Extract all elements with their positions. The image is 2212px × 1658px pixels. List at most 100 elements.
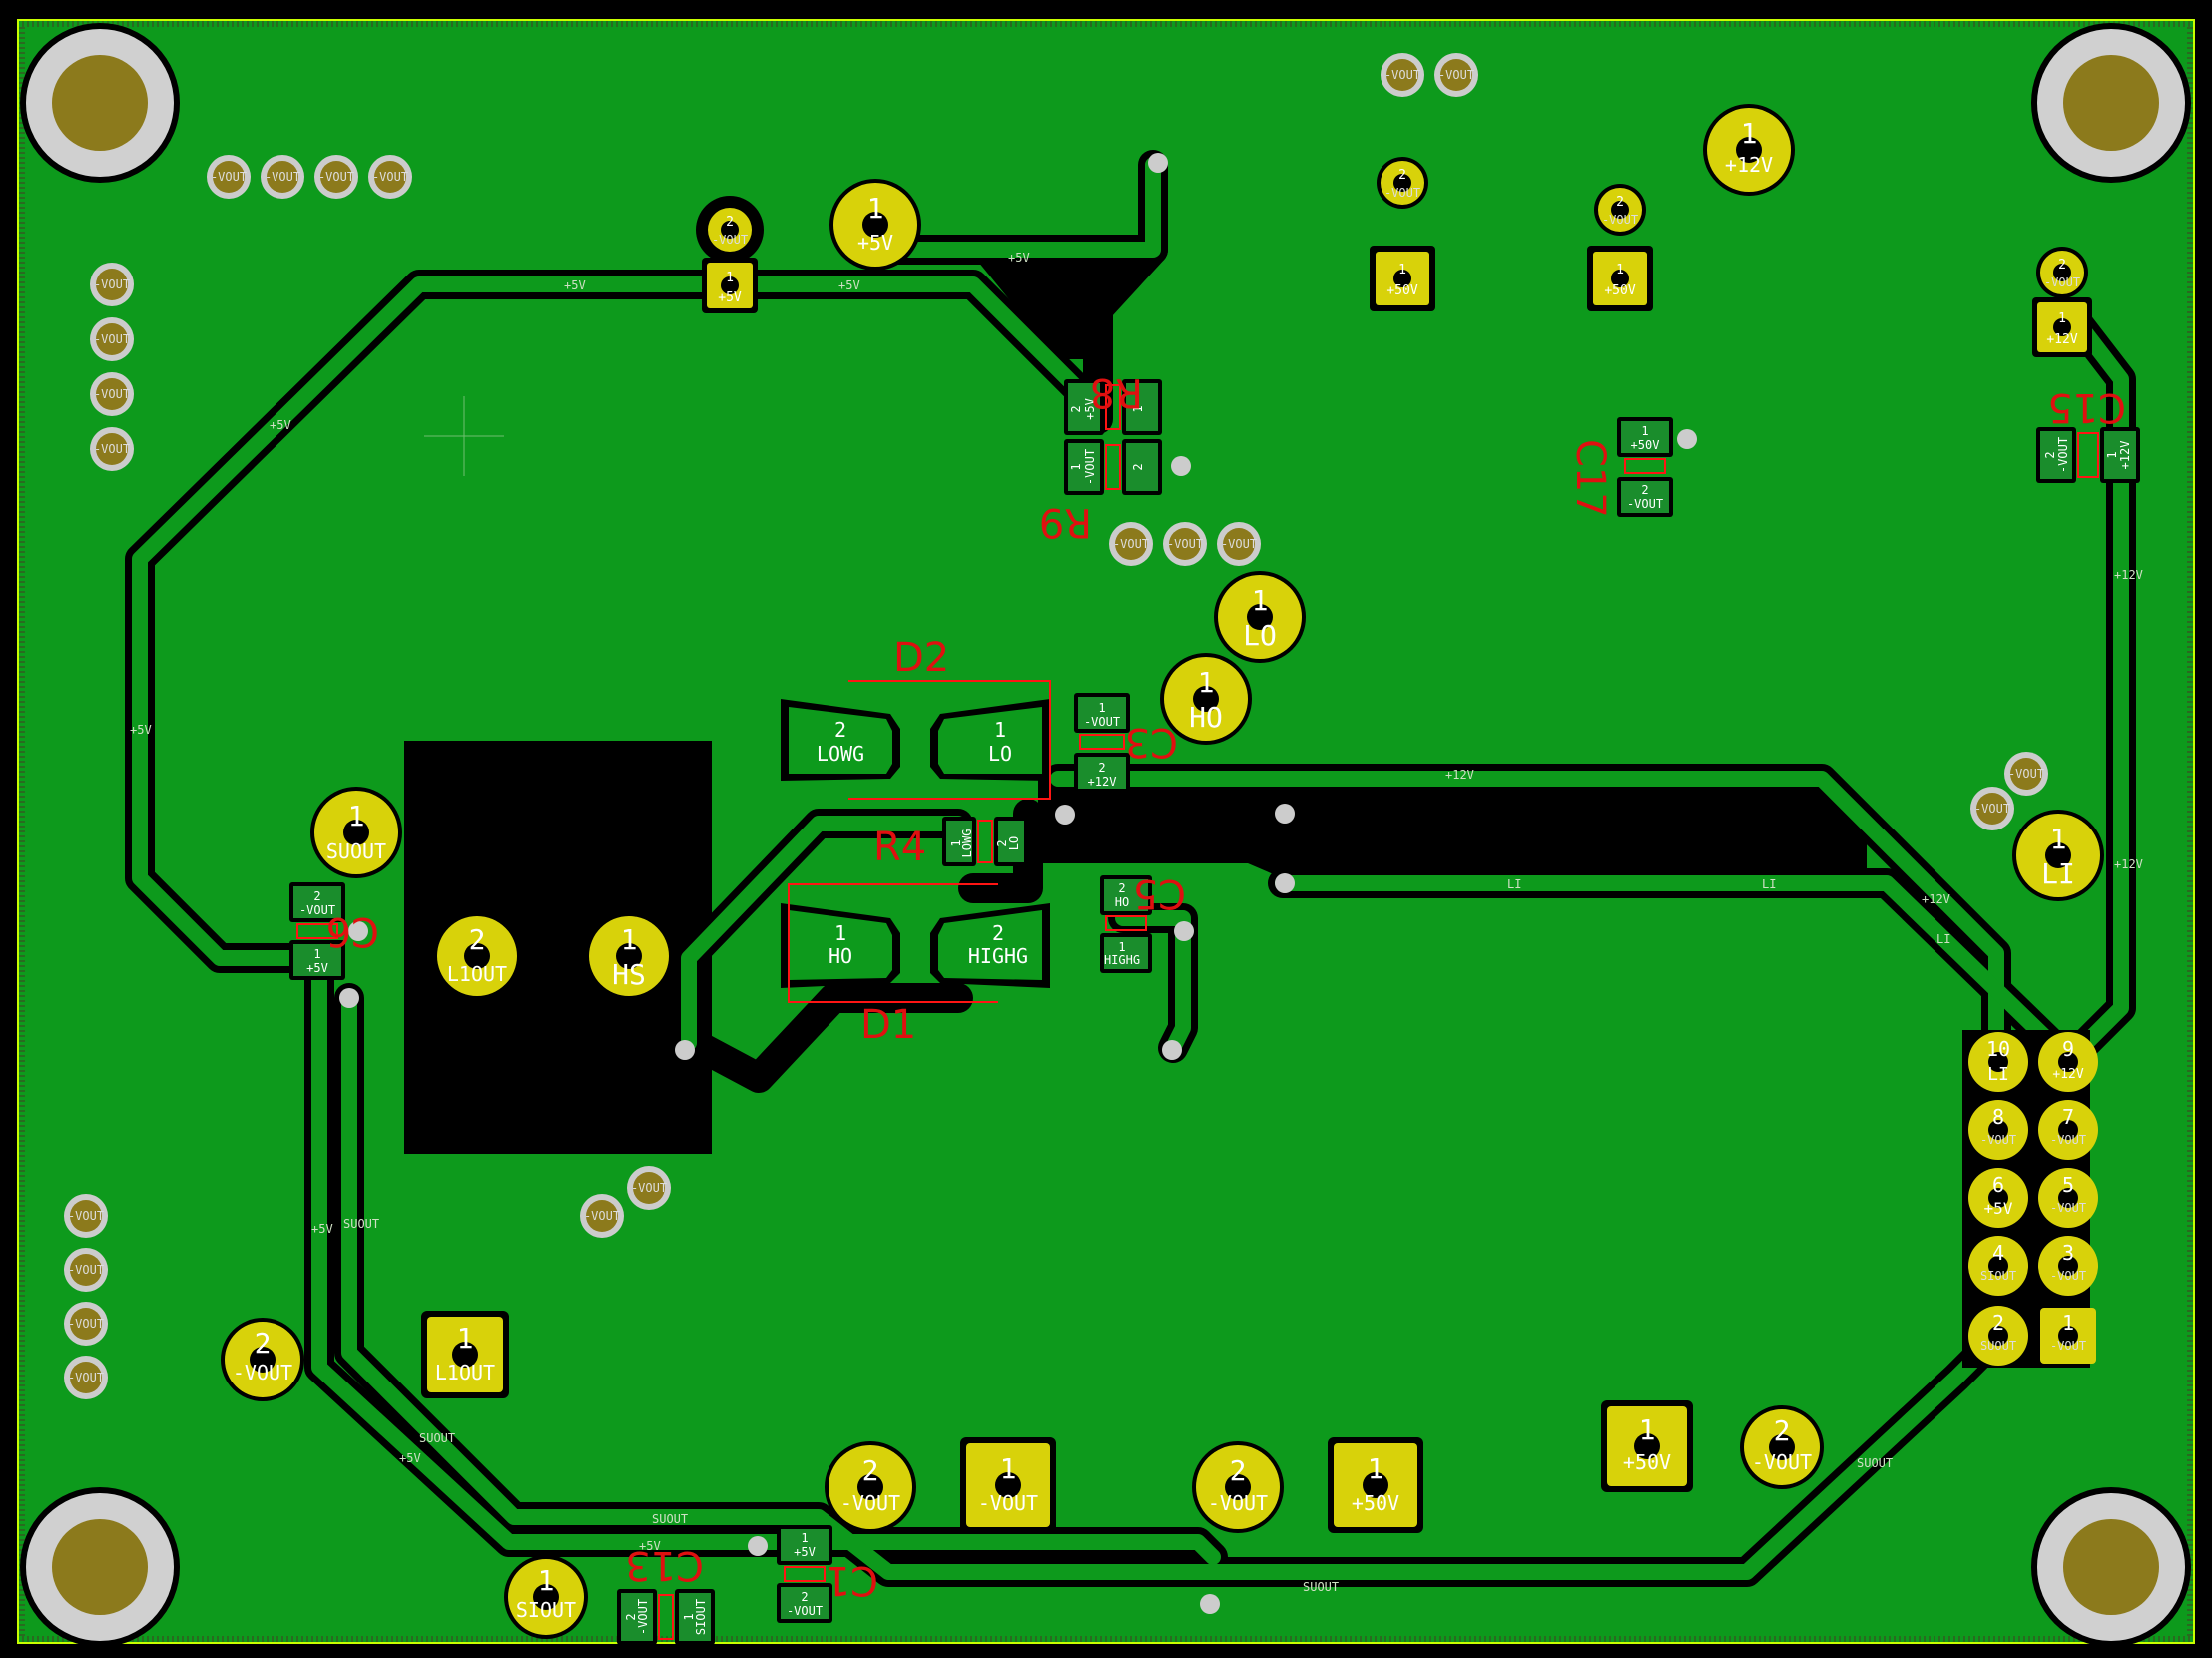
tht-pad-vout-bottom-c[interactable]: 2-VOUT [1740,1405,1824,1489]
svg-text:SUOUT: SUOUT [1980,1339,2016,1353]
svg-text:-VOUT: -VOUT [94,277,130,291]
resistor-r4[interactable]: 1 LOWG 2 LO R4 [873,817,1028,870]
svg-text:HIGHG: HIGHG [1104,953,1140,967]
origin-crosshair [424,396,504,476]
tht-cap-12v[interactable]: 2-VOUT 1+12V [2032,247,2092,357]
tht-pad-vout-bottom-b[interactable]: 2-VOUT [1192,1441,1284,1533]
diode-d2[interactable]: 2 LOWG 1 LO D2 [781,635,1051,800]
capacitor-c13[interactable]: 2 -VOUT 1 SIOUT C13 [617,1542,715,1645]
svg-text:-VOUT: -VOUT [318,170,354,184]
svg-text:1: 1 [867,192,884,225]
svg-text:2: 2 [1641,483,1648,497]
svg-text:+12V: +12V [1725,153,1773,177]
tht-pad-vout-bottom-a[interactable]: 2-VOUT [825,1441,916,1533]
tht-square-vout[interactable]: 1-VOUT [960,1437,1056,1533]
tht-square-50v-b[interactable]: 1+50V [1601,1400,1693,1492]
tht-cap-5v[interactable]: 2-VOUT 1+5V [696,196,764,313]
svg-text:-VOUT: -VOUT [1438,68,1474,82]
svg-text:2: 2 [1131,463,1145,470]
svg-text:1: 1 [1741,117,1758,150]
trace-label-5v-g: +5V [399,1451,421,1465]
tht-pad-5v[interactable]: 1+5V [830,179,921,271]
svg-text:D2: D2 [893,635,949,681]
svg-text:-VOUT: -VOUT [2008,767,2044,781]
tht-pad-li[interactable]: 1LI [2012,810,2104,901]
svg-text:-VOUT: -VOUT [94,442,130,456]
svg-text:2: 2 [862,1454,879,1487]
tht-cap-50v-b[interactable]: 2-VOUT 1+50V [1587,184,1653,311]
tht-pad-12v[interactable]: 1 +12V [1703,104,1795,196]
svg-text:D1: D1 [860,1002,916,1048]
svg-text:-VOUT: -VOUT [68,1317,104,1331]
tht-cap-50v-a[interactable]: 2-VOUT 1+50V [1370,157,1435,311]
svg-text:1: 1 [1641,424,1648,438]
svg-text:1: 1 [457,1322,474,1355]
svg-text:1: 1 [1131,405,1145,412]
svg-text:C6: C6 [326,908,379,954]
svg-text:-VOUT: -VOUT [1602,213,1638,227]
capacitor-c15[interactable]: 2 -VOUT 1 +12V C15 [2036,384,2140,483]
svg-text:-VOUT: -VOUT [1083,449,1097,485]
svg-text:7: 7 [2062,1105,2074,1129]
svg-text:C13: C13 [625,1542,704,1588]
svg-text:1: 1 [834,921,846,945]
tht-pad-hs[interactable]: 1HS [585,912,673,1000]
resistor-r9[interactable]: 1 -VOUT 2 R9 [1039,439,1162,545]
capacitor-c17[interactable]: 1+50V 2-VOUT C17 [1567,417,1673,518]
svg-text:+5V: +5V [1083,398,1097,420]
trace-label-li-a: LI [1507,877,1521,891]
trace-label-5v-a: +5V [564,278,586,292]
svg-text:1: 1 [538,1564,555,1597]
capacitor-c3[interactable]: 1-VOUT 2+12V C3 [1074,693,1178,793]
svg-text:R4: R4 [873,825,926,870]
svg-text:1: 1 [1616,263,1624,277]
svg-text:2: 2 [1398,168,1406,183]
svg-text:-VOUT: -VOUT [712,233,748,247]
svg-text:-VOUT: -VOUT [1980,1133,2016,1147]
mounting-holes [20,23,2191,1647]
svg-text:LOWG: LOWG [817,742,864,766]
svg-text:-VOUT: -VOUT [1627,497,1663,511]
svg-text:-VOUT: -VOUT [584,1209,620,1223]
svg-text:2: 2 [1118,881,1125,895]
tht-pad-lo[interactable]: 1LO [1214,571,1306,663]
svg-text:4: 4 [1992,1241,2004,1265]
capacitor-c6[interactable]: 2-VOUT 1+5V C6 [289,882,379,980]
svg-text:2: 2 [255,1327,272,1360]
resistor-r8[interactable]: 2 +5V 1 R8 [1064,369,1162,435]
svg-text:2: 2 [469,923,486,956]
tht-pad-vout-left[interactable]: 2-VOUT [221,1318,304,1401]
svg-text:2: 2 [1774,1414,1791,1447]
trace-label-suout-e: SUOUT [1857,1456,1893,1470]
tht-pad-ho[interactable]: 1HO [1160,653,1252,745]
svg-text:1: 1 [2062,1311,2074,1335]
svg-text:-VOUT: -VOUT [2050,1201,2086,1215]
svg-text:1: 1 [1118,940,1125,954]
diode-d1[interactable]: 1 HO 2 HIGHG D1 [781,883,1050,1048]
svg-text:2: 2 [2043,451,2057,458]
svg-text:-VOUT: -VOUT [1384,68,1420,82]
svg-text:C5: C5 [1133,870,1186,916]
svg-text:R9: R9 [1039,499,1092,545]
svg-text:8: 8 [1992,1105,2004,1129]
svg-text:-VOUT: -VOUT [1384,186,1420,200]
svg-text:+5V: +5V [794,1545,816,1559]
svg-text:-VOUT: -VOUT [265,170,300,184]
svg-text:-VOUT: -VOUT [299,903,335,917]
svg-text:1: 1 [621,923,638,956]
svg-text:5: 5 [2062,1173,2074,1197]
svg-text:10: 10 [1986,1037,2010,1061]
svg-text:1: 1 [949,839,963,846]
trace-label-suout-d: SUOUT [1303,1580,1339,1594]
trace-label-5v-b: +5V [838,278,860,292]
svg-text:2: 2 [834,718,846,742]
svg-text:L1OUT: L1OUT [435,1361,495,1384]
tht-square-50v-a[interactable]: 1+50V [1328,1437,1423,1533]
capacitor-c1[interactable]: 1+5V 2-VOUT C1 [777,1525,878,1623]
